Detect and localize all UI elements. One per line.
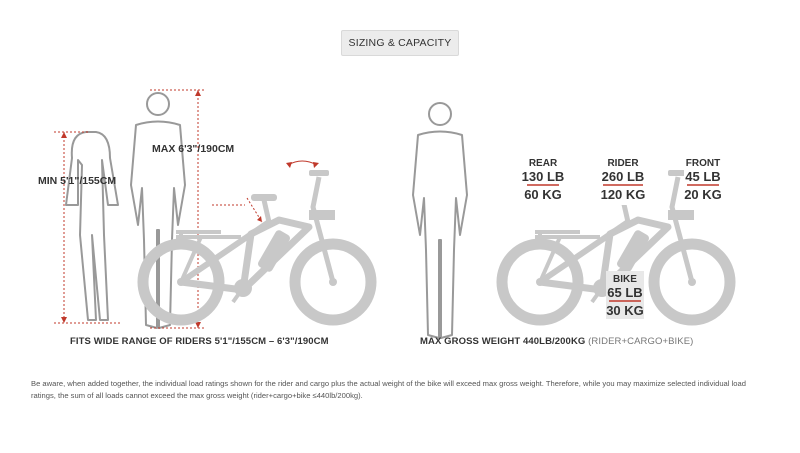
min-height-label: MIN 5'1"/155CM: [38, 175, 116, 187]
svg-text:30 KG: 30 KG: [606, 303, 644, 318]
svg-text:REAR: REAR: [529, 158, 558, 169]
svg-text:130 LB: 130 LB: [522, 169, 565, 184]
weight-disclaimer: Be aware, when added together, the indiv…: [31, 379, 746, 400]
svg-text:20 KG: 20 KG: [684, 187, 722, 202]
svg-text:BIKE: BIKE: [613, 274, 637, 285]
woman-figure: [65, 131, 119, 321]
height-measure-lines: [54, 89, 205, 329]
rider-figure: [412, 102, 468, 339]
svg-text:65 LB: 65 LB: [607, 285, 642, 300]
max-height-label: MAX 6'3"/190CM: [152, 143, 234, 155]
rear-load-box: REAR 130 LB 60 KG: [522, 155, 565, 205]
sizing-capacity-tab[interactable]: SIZING & CAPACITY: [341, 30, 459, 56]
svg-text:FRONT: FRONT: [686, 158, 720, 169]
front-load-box: FRONT 45 LB 20 KG: [684, 155, 722, 205]
rider-load-box: RIDER 260 LB 120 KG: [600, 155, 646, 205]
svg-text:RIDER: RIDER: [607, 158, 639, 169]
capacity-caption: MAX GROSS WEIGHT 440LB/200KG (RIDER+CARG…: [420, 336, 693, 347]
svg-text:120 KG: 120 KG: [601, 187, 646, 202]
bike-weight-box: BIKE 65 LB 30 KG: [606, 271, 644, 319]
capacity-caption-main: MAX GROSS WEIGHT 440LB/200KG: [420, 336, 586, 347]
svg-text:260 LB: 260 LB: [602, 169, 645, 184]
capacity-caption-sub: (RIDER+CARGO+BIKE): [588, 336, 694, 347]
svg-text:45 LB: 45 LB: [685, 169, 720, 184]
riders-caption: FITS WIDE RANGE OF RIDERS 5'1"/155CM – 6…: [70, 336, 329, 347]
svg-text:60 KG: 60 KG: [524, 187, 562, 202]
